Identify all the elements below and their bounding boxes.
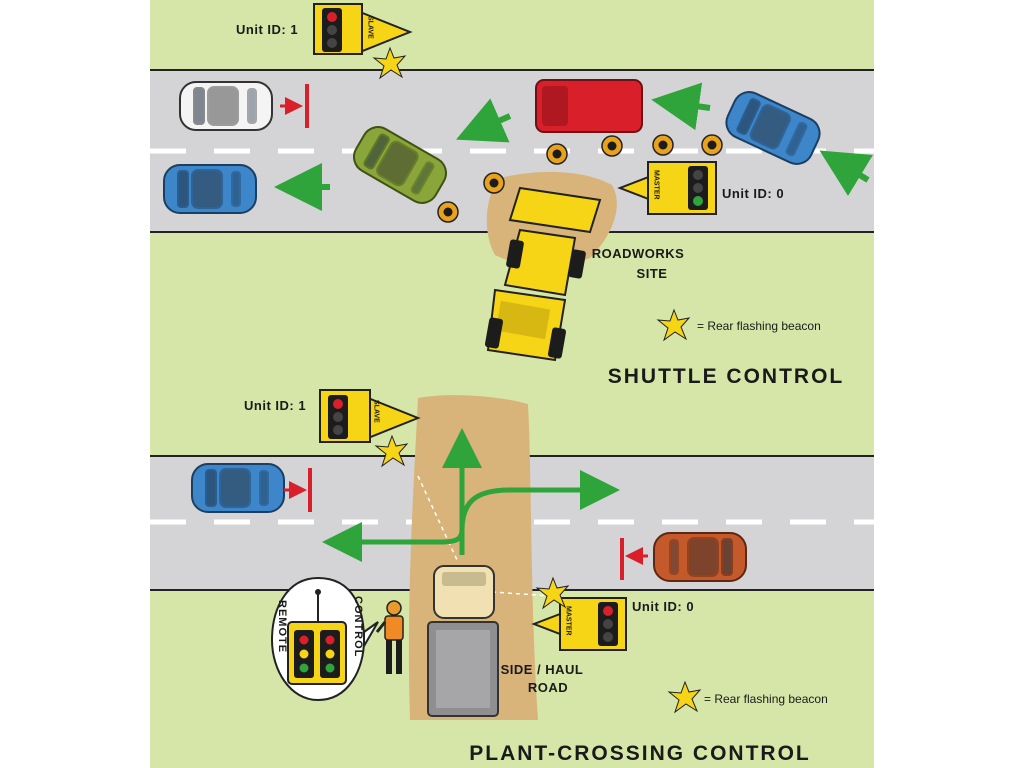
flow-arrow — [459, 470, 620, 531]
site-label-line1: ROADWORKS — [592, 246, 685, 261]
master-traffic-light: MASTER — [617, 161, 717, 215]
traffic-cone — [546, 143, 568, 165]
beacon-legend: = Rear flashing beacon — [704, 692, 828, 706]
traffic-cone — [601, 135, 623, 157]
flow-arrow — [819, 150, 873, 196]
master-traffic-light: MASTER — [531, 597, 627, 651]
unit-id-label: Unit ID: 1 — [244, 398, 306, 413]
traffic-cone — [483, 172, 505, 194]
haul-road-label-line1: SIDE / HAUL — [501, 662, 584, 677]
car-blue-stopped — [191, 463, 285, 513]
traffic-operator-worker — [375, 600, 404, 674]
remote-label: REMOTE — [276, 600, 288, 653]
car-white-stopped — [179, 81, 273, 131]
unit-id-label: Unit ID: 0 — [722, 186, 784, 201]
master-label: MASTER — [565, 606, 572, 636]
traffic-cone — [437, 201, 459, 223]
section-title: SHUTTLE CONTROL — [608, 365, 844, 388]
traffic-cone — [701, 134, 723, 156]
slave-label: SLAVE — [373, 400, 380, 423]
site-label-line2: SITE — [637, 266, 668, 281]
master-label: MASTER — [653, 170, 660, 200]
unit-id-label: Unit ID: 0 — [632, 599, 694, 614]
remote-control-callout: REMOTE CONTROL — [270, 576, 379, 702]
control-label: CONTROL — [352, 596, 364, 657]
car-blue-leaving — [163, 164, 257, 214]
haul-road-label-line2: ROAD — [528, 680, 568, 695]
car-orange-stopped — [653, 532, 747, 582]
traffic-cone — [652, 134, 674, 156]
slave-label: SLAVE — [367, 16, 374, 39]
plant-crossing-section: SLAVE Unit ID: 1 MASTER Unit ID: 0 — [150, 389, 874, 765]
haul-truck — [427, 565, 499, 717]
unit-id-label: Unit ID: 1 — [236, 22, 298, 37]
slave-traffic-light: SLAVE — [313, 3, 413, 55]
flow-arrow — [456, 98, 512, 143]
wheel-loader — [484, 186, 602, 362]
beacon-legend: = Rear flashing beacon — [697, 319, 821, 333]
shuttle-control-section: SLAVE Unit ID: 1 MASTER Unit ID: 0 ROADW… — [150, 3, 874, 388]
section-title: PLANT-CROSSING CONTROL — [469, 742, 811, 765]
slave-traffic-light: SLAVE — [319, 389, 421, 443]
flow-arrow — [651, 82, 711, 131]
red-van — [535, 79, 643, 133]
flow-arrow — [322, 522, 465, 562]
